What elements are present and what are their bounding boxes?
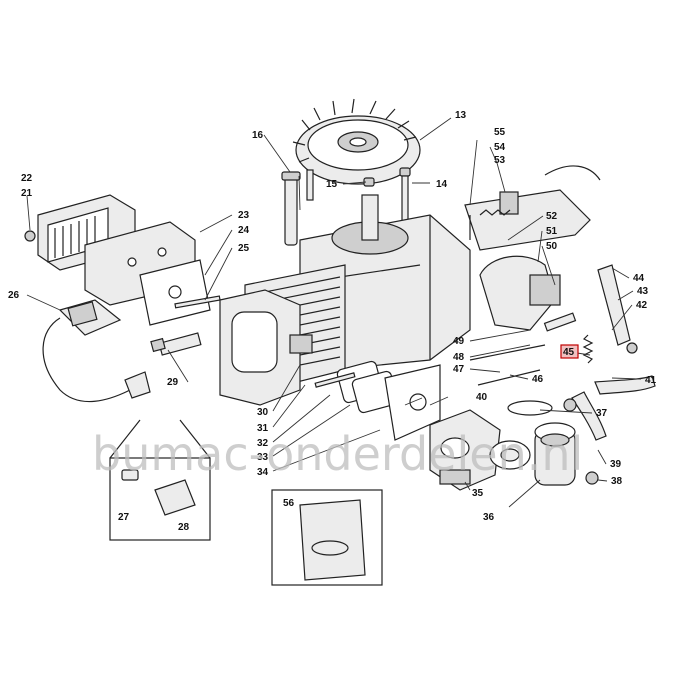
callout-41: 41 xyxy=(645,375,657,386)
callout-45-highlight xyxy=(560,344,579,359)
gasket-kit xyxy=(271,489,383,586)
callout-15: 15 xyxy=(326,179,338,190)
callout-51: 51 xyxy=(546,226,558,237)
stud-25 xyxy=(174,295,221,309)
callout-32: 32 xyxy=(257,438,269,449)
callout-14: 14 xyxy=(436,179,448,190)
callout-54: 54 xyxy=(494,142,506,153)
watermark: bumac-onderdelen.nl xyxy=(92,427,583,481)
callout-42: 42 xyxy=(636,300,648,311)
callout-13: 13 xyxy=(455,110,467,121)
governor-spring xyxy=(582,334,594,364)
callout-48: 48 xyxy=(453,352,465,363)
callout-46: 46 xyxy=(532,374,544,385)
spark-plug-kit-frame xyxy=(109,419,211,541)
o-ring-37 xyxy=(507,400,553,416)
intake-elbow-36 xyxy=(534,422,576,486)
carburetor xyxy=(429,409,501,491)
callout-labels: 13 14 15 16 21 22 23 24 25 26 27 28 29 3… xyxy=(8,110,657,533)
ignition-coil xyxy=(42,299,151,403)
callout-21: 21 xyxy=(21,188,33,199)
callout-47: 47 xyxy=(453,364,465,375)
callout-23: 23 xyxy=(238,210,250,221)
callout-50: 50 xyxy=(546,241,558,252)
callout-37: 37 xyxy=(596,408,608,419)
callout-43: 43 xyxy=(637,286,649,297)
bolt-14 xyxy=(399,167,411,227)
callout-56: 56 xyxy=(283,498,295,509)
callout-52: 52 xyxy=(546,211,558,222)
callout-24: 24 xyxy=(238,225,250,236)
intake-gaskets xyxy=(314,360,441,441)
insulator-35 xyxy=(489,440,531,470)
callout-49: 49 xyxy=(453,336,465,347)
hose-clamp-40 xyxy=(563,398,577,412)
governor-arm xyxy=(597,264,638,354)
callout-30: 30 xyxy=(257,407,269,418)
callout-26: 26 xyxy=(8,290,20,301)
callout-44: 44 xyxy=(633,273,645,284)
callout-45: 45 xyxy=(563,347,575,358)
callout-31: 31 xyxy=(257,423,269,434)
callout-36: 36 xyxy=(483,512,495,523)
linkage-rods xyxy=(469,344,546,386)
callout-22: 22 xyxy=(21,173,33,184)
spark-plug xyxy=(150,332,202,356)
callout-55: 55 xyxy=(494,127,506,138)
nut-21 xyxy=(24,230,36,242)
callout-53: 53 xyxy=(494,155,506,166)
throttle-control-bracket xyxy=(464,165,601,251)
callout-34: 34 xyxy=(257,467,269,478)
bolt-16 xyxy=(281,169,314,246)
callout-28: 28 xyxy=(178,522,190,533)
cylinder-head xyxy=(219,289,313,406)
callout-33: 33 xyxy=(257,452,269,463)
breather-hose xyxy=(571,375,656,441)
callout-40: 40 xyxy=(476,392,488,403)
callout-29: 29 xyxy=(167,377,179,388)
callout-16: 16 xyxy=(252,130,264,141)
leader-lines xyxy=(26,117,642,508)
callout-38: 38 xyxy=(611,476,623,487)
governor-plate xyxy=(479,255,577,332)
flywheel-fan xyxy=(292,98,421,185)
callout-27: 27 xyxy=(118,512,130,523)
callout-35: 35 xyxy=(472,488,484,499)
bolt-38 xyxy=(585,471,599,485)
callout-39: 39 xyxy=(610,459,622,470)
callout-25: 25 xyxy=(238,243,250,254)
filter-gasket xyxy=(139,259,211,326)
